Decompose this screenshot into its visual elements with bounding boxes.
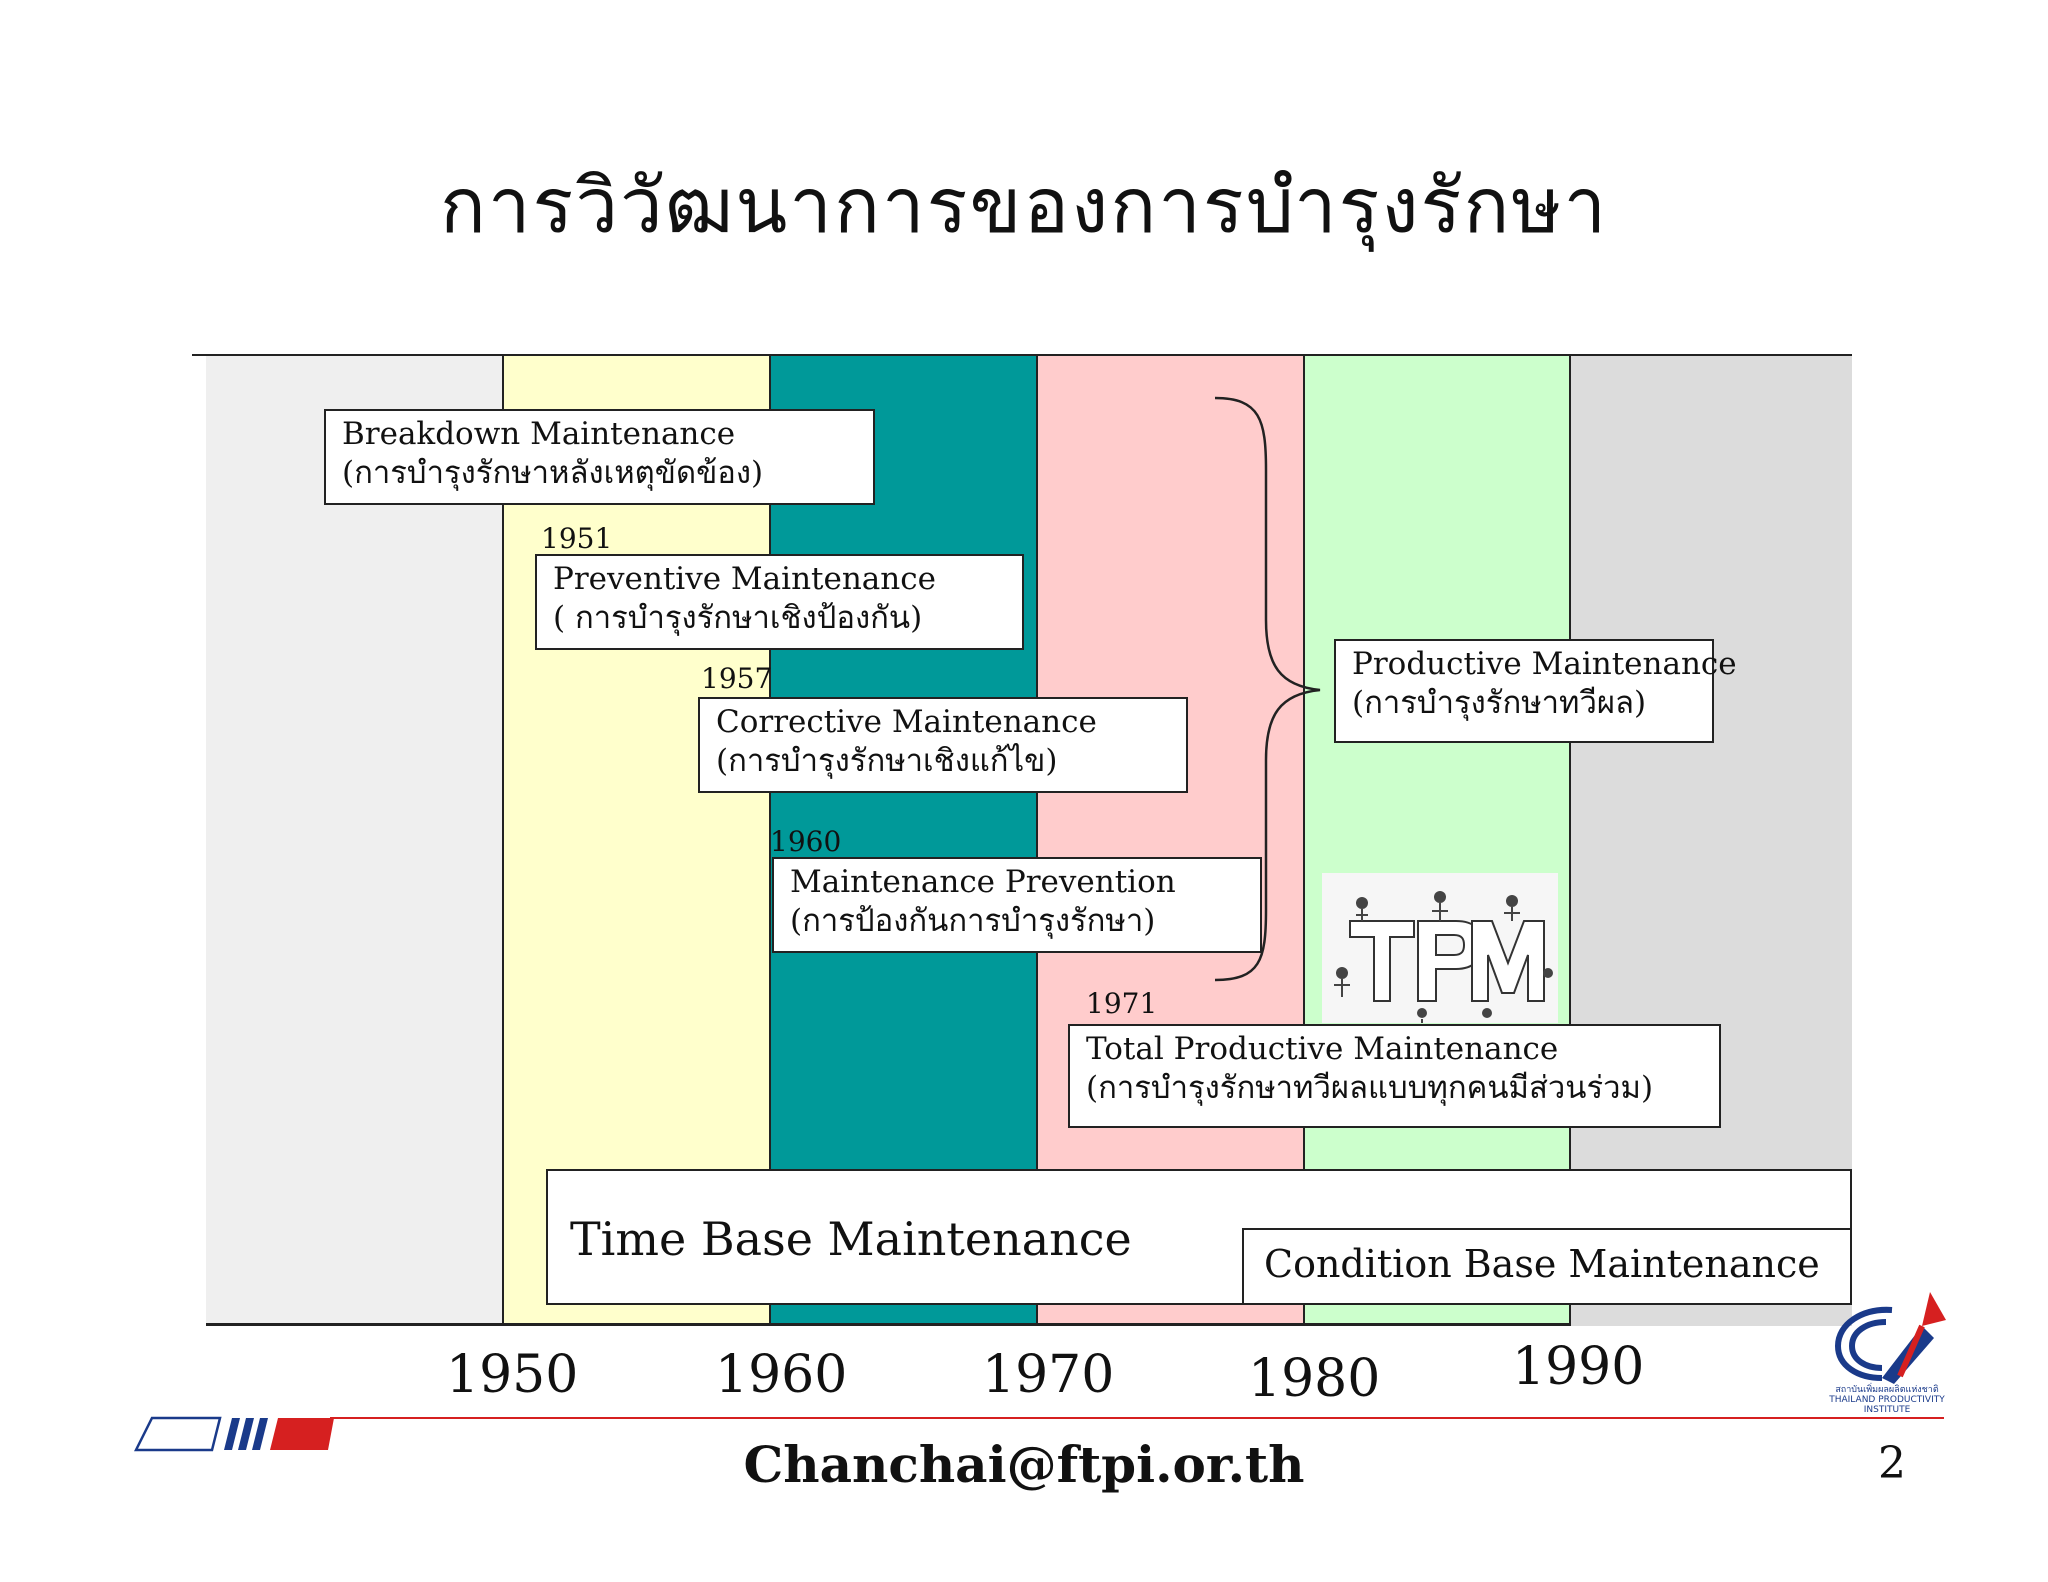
decade-1970: 1970 <box>982 1345 1115 1405</box>
slide-title: การวิวัฒนาการของการบำรุงรักษา <box>439 161 1609 250</box>
footer-email: Chanchai@ftpi.or.th <box>743 1435 1305 1494</box>
decade-1990: 1990 <box>1512 1337 1645 1397</box>
productive-maintenance-en: Productive Maintenance <box>1352 646 1737 682</box>
band-1960s <box>769 356 1036 1326</box>
maintenance-prevention-en: Maintenance Prevention <box>790 864 1176 900</box>
page-number: 2 <box>1878 1438 1906 1489</box>
breakdown-maintenance-en: Breakdown Maintenance <box>342 416 736 452</box>
band-1970s <box>1036 356 1303 1326</box>
band-1950s <box>502 356 769 1326</box>
timeline-base-line <box>206 1323 1571 1326</box>
corrective-maintenance-box: Corrective Maintenance (การบำรุงรักษาเชิ… <box>698 697 1188 793</box>
institute-logo-text: สถาบันเพิ่มผลผลิตแห่งชาติ THAILAND PRODU… <box>1829 1385 1945 1415</box>
curly-brace <box>1214 396 1321 982</box>
total-productive-maintenance-box: Total Productive Maintenance (การบำรุงรั… <box>1068 1024 1721 1128</box>
productive-maintenance-box: Productive Maintenance (การบำรุงรักษาทวี… <box>1334 639 1737 743</box>
footer-stripe-icon <box>134 1416 1944 1452</box>
preventive-maintenance-th: ( การบำรุงรักษาเชิงป้องกัน) <box>553 599 923 636</box>
year-1957: 1957 <box>701 662 773 695</box>
corrective-maintenance-en: Corrective Maintenance <box>716 704 1097 740</box>
maintenance-prevention-th: (การป้องกันการบำรุงรักษา) <box>790 902 1156 939</box>
year-1951: 1951 <box>541 522 613 555</box>
band-1980s <box>1303 356 1571 1326</box>
condition-base-label: Condition Base Maintenance <box>1264 1242 1820 1286</box>
time-base-label: Time Base Maintenance <box>570 1212 1132 1266</box>
total-productive-maintenance-en: Total Productive Maintenance <box>1086 1031 1559 1067</box>
year-1971: 1971 <box>1086 987 1158 1020</box>
decade-1960: 1960 <box>715 1345 848 1405</box>
maintenance-prevention-box: Maintenance Prevention (การป้องกันการบำร… <box>772 857 1262 953</box>
year-1960: 1960 <box>770 825 842 858</box>
decade-1950: 1950 <box>446 1345 579 1405</box>
productive-maintenance-th: (การบำรุงรักษาทวีผล) <box>1352 684 1647 721</box>
institute-logo-icon <box>1834 1292 1946 1384</box>
corrective-maintenance-th: (การบำรุงรักษาเชิงแก้ไข) <box>716 742 1058 779</box>
breakdown-maintenance-th: (การบำรุงรักษาหลังเหตุขัดข้อง) <box>342 454 764 491</box>
condition-base-box <box>1242 1228 1852 1305</box>
band-pre-1950 <box>206 356 504 1326</box>
decade-1980: 1980 <box>1248 1349 1381 1409</box>
breakdown-maintenance-box: Breakdown Maintenance (การบำรุงรักษาหลัง… <box>324 409 875 505</box>
preventive-maintenance-en: Preventive Maintenance <box>553 561 936 597</box>
preventive-maintenance-box: Preventive Maintenance ( การบำรุงรักษาเช… <box>535 554 1024 650</box>
tpm-logo-text: TPM <box>1440 964 1442 966</box>
tpm-cartoon-image: TPM <box>1322 873 1558 1023</box>
band-1990s <box>1571 356 1852 1326</box>
tpm-logo-icon: TPM <box>1334 891 1553 1023</box>
timeline-top-line <box>192 354 1852 356</box>
total-productive-maintenance-th: (การบำรุงรักษาทวีผลแบบทุกคนมีส่วนร่วม) <box>1086 1069 1654 1106</box>
